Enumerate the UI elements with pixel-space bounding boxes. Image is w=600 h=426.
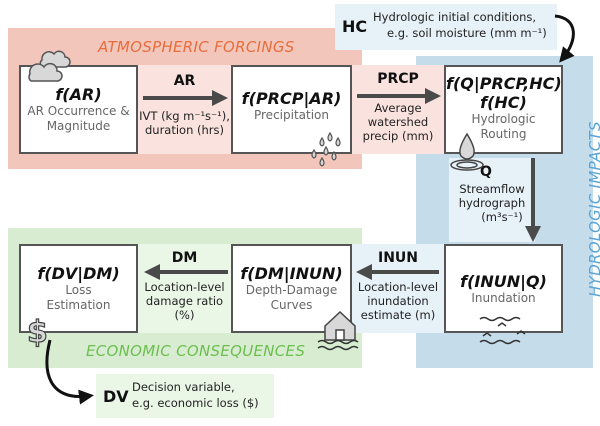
q-variable: Q — [480, 164, 492, 180]
dm-edge-line2: damage ratio — [145, 294, 224, 308]
prcp-edge-line2: watershed — [367, 115, 429, 129]
cloud-icon — [28, 50, 71, 82]
dm-desc-line2: Curves — [270, 298, 313, 312]
dv-note-line2: e.g. economic loss ($) — [132, 396, 259, 410]
dm-edge-label: DM Location-level damage ratio (%) — [138, 244, 231, 333]
loss-estimation-box: f(DV|DM) Loss Estimation — [19, 244, 138, 333]
ar-desc-line1: AR Occurrence & — [27, 104, 130, 118]
q-edge-line3: (m³s⁻¹) — [481, 210, 523, 224]
inun-function: f(INUN|Q) — [460, 272, 547, 291]
hc-note-line2: e.g. soil moisture (mm m⁻¹) — [387, 26, 547, 40]
raindrops-icon — [311, 131, 341, 167]
dv-variable: DV — [103, 387, 129, 406]
prcp-edge-label: PRCP Average watershed precip (mm) — [352, 65, 444, 154]
prcp-desc-line1: Precipitation — [253, 108, 329, 122]
dv-desc-line1: Loss — [65, 283, 92, 297]
dv-desc-line2: Estimation — [46, 298, 111, 312]
ar-edge-line2: duration (hrs) — [144, 123, 225, 137]
flooded-house-icon — [317, 310, 359, 351]
dollar-icon: $ — [27, 315, 48, 350]
dm-edge-line3: (%) — [174, 308, 195, 322]
dv-function: f(DV|DM) — [37, 264, 120, 283]
inun-edge-line2: inundation — [367, 294, 429, 308]
q-desc-line1: Hydrologic — [471, 112, 536, 126]
prcp-edge-line3: precip (mm) — [362, 129, 434, 143]
dm-variable: DM — [171, 250, 198, 266]
dv-note: DV Decision variable, e.g. economic loss… — [96, 374, 274, 418]
hc-note-line1: Hydrologic initial conditions, — [373, 10, 537, 24]
dv-note-line1: Decision variable, — [132, 380, 235, 394]
hc-function: f(HC) — [480, 93, 527, 112]
water-drop-icon — [450, 132, 484, 171]
depth-damage-box: f(DM|INUN) Depth-Damage Curves — [231, 244, 352, 333]
inun-variable: INUN — [377, 250, 418, 266]
q-edge-label: Q Streamflow hydrograph (m³s⁻¹) — [449, 158, 535, 242]
hydrologic-routing-box: f(Q|PRCP,HC) f(HC) Hydrologic Routing — [444, 65, 563, 154]
hc-note: HC Hydrologic initial conditions, e.g. s… — [335, 4, 557, 50]
dm-function: f(DM|INUN) — [240, 264, 343, 283]
prcp-variable: PRCP — [377, 71, 419, 87]
dm-desc-line1: Depth-Damage — [245, 283, 338, 297]
atmospheric-forcings-title: ATMOSPHERIC FORCINGS — [98, 38, 295, 56]
q-edge-line1: Streamflow — [459, 182, 525, 196]
economic-consequences-title: ECONOMIC CONSEQUENCES — [86, 342, 306, 360]
ar-desc-line2: Magnitude — [46, 119, 111, 133]
inun-edge-line3: estimate (m) — [360, 308, 436, 322]
hc-variable: HC — [342, 17, 368, 36]
q-edge-line2: hydrograph — [458, 196, 526, 210]
q-desc-line2: Routing — [480, 127, 527, 141]
ar-function: f(AR) — [55, 85, 102, 104]
hc-arrow — [554, 14, 575, 63]
inun-edge-line1: Location-level — [357, 280, 439, 294]
q-function: f(Q|PRCP,HC) — [446, 74, 562, 93]
ar-edge-label: AR IVT (kg m⁻¹s⁻¹), duration (hrs) — [138, 65, 231, 154]
ar-edge-line1: IVT (kg m⁻¹s⁻¹), — [139, 109, 230, 123]
dm-edge-line1: Location-level — [144, 280, 225, 294]
dv-arrow — [45, 339, 94, 405]
inun-edge-label: INUN Location-level inundation estimate … — [352, 244, 444, 333]
prcp-edge-line1: Average — [374, 101, 422, 115]
prcp-function: f(PRCP|AR) — [241, 89, 342, 108]
ar-variable: AR — [173, 73, 196, 89]
waves-icon — [479, 316, 526, 345]
inun-desc-line1: Inundation — [471, 291, 536, 305]
